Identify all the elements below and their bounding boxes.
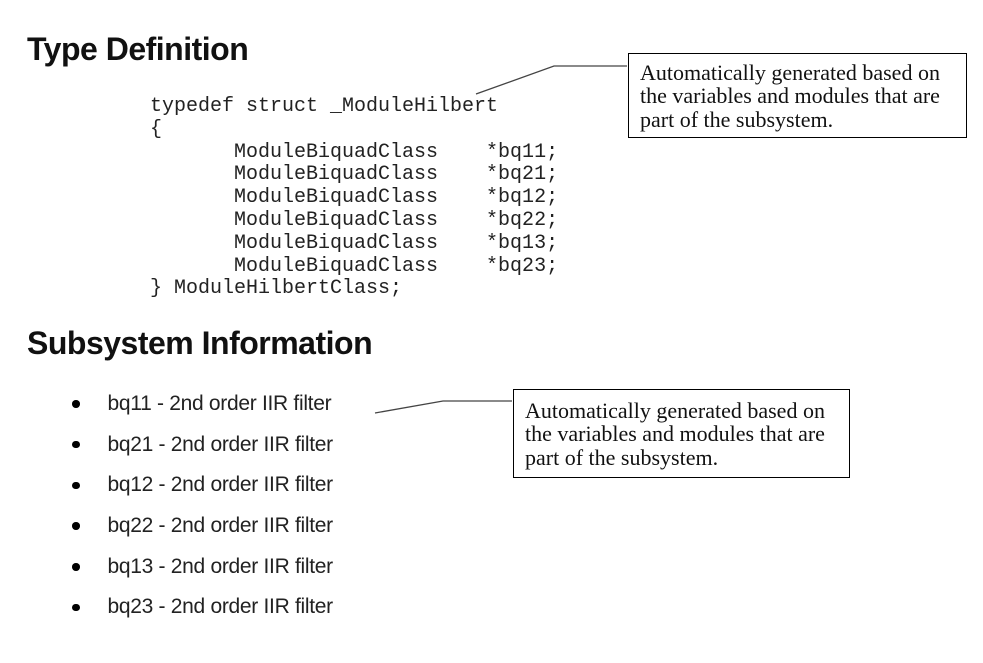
- leader-line-bottom: [374, 400, 512, 414]
- bullet-icon: [72, 400, 80, 408]
- list-item-label: bq23 - 2nd order IIR filter: [107, 595, 334, 619]
- list-item-label: bq12 - 2nd order IIR filter: [107, 473, 334, 497]
- subsystem-information-heading: Subsystem Information: [27, 325, 373, 361]
- bullet-icon: [72, 481, 80, 490]
- code-line: } ModuleHilbertClass;: [150, 277, 403, 301]
- callout-box-type-definition: Automatically generated based on the var…: [628, 53, 967, 138]
- callout-box-subsystem-information: Automatically generated based on the var…: [513, 389, 850, 478]
- callout-text-line: part of the subsystem.: [640, 106, 834, 132]
- list-item: bq12 - 2nd order IIR filter: [66, 473, 333, 497]
- callout-text-line: the variables and modules that are: [640, 83, 940, 109]
- code-line: typedef struct _ModuleHilbert: [150, 95, 499, 118]
- bullet-icon: [72, 440, 80, 449]
- code-line: ModuleBiquadClass *bq11;: [150, 140, 559, 164]
- list-item-label: bq21 - 2nd order IIR filter: [107, 432, 334, 456]
- code-line: ModuleBiquadClass *bq12;: [150, 186, 559, 210]
- code-line: {: [150, 117, 163, 141]
- code-line: ModuleBiquadClass *bq21;: [150, 163, 559, 187]
- list-item: bq23 - 2nd order IIR filter: [66, 595, 333, 619]
- bullet-icon: [72, 563, 80, 571]
- subsystem-bullet-list: bq11 - 2nd order IIR filter bq21 - 2nd o…: [66, 392, 333, 636]
- list-item-label: bq11 - 2nd order IIR filter: [107, 392, 332, 415]
- callout-text-line: Automatically generated based on: [640, 60, 940, 85]
- list-item-label: bq13 - 2nd order IIR filter: [107, 554, 334, 578]
- code-line: ModuleBiquadClass *bq23;: [150, 254, 559, 278]
- list-item: bq21 - 2nd order IIR filter: [66, 433, 333, 457]
- callout-text-line: part of the subsystem.: [525, 444, 719, 470]
- list-item: bq11 - 2nd order IIR filter: [66, 392, 333, 416]
- leader-line-top: [475, 65, 627, 95]
- typedef-code-block: typedef struct _ModuleHilbert{ ModuleBiq…: [150, 95, 559, 301]
- list-item: bq13 - 2nd order IIR filter: [66, 555, 333, 579]
- code-line: ModuleBiquadClass *bq13;: [150, 231, 559, 255]
- callout-text-line: the variables and modules that are: [525, 421, 825, 447]
- code-line: ModuleBiquadClass *bq22;: [150, 208, 559, 232]
- list-item: bq22 - 2nd order IIR filter: [66, 514, 333, 538]
- callout-text-line: Automatically generated based on: [525, 398, 825, 423]
- bullet-icon: [72, 603, 80, 612]
- bullet-icon: [72, 522, 80, 530]
- list-item-label: bq22 - 2nd order IIR filter: [107, 514, 334, 538]
- type-definition-heading: Type Definition: [27, 31, 249, 67]
